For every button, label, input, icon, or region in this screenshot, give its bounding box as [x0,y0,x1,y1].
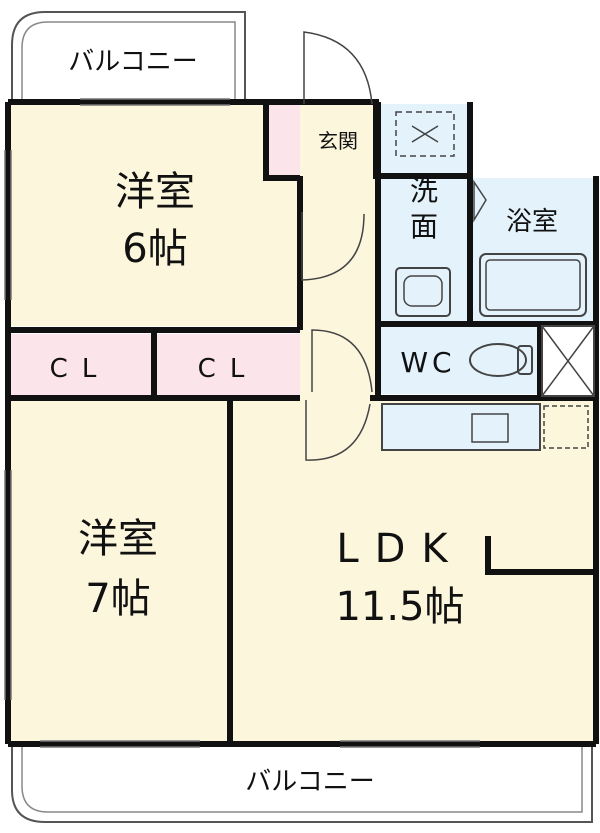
genkan-closet-floor [266,104,300,176]
wc-floor [378,326,538,394]
room1-size: 6帖 [122,226,187,272]
wall-ldk-nib [485,536,596,575]
bath-label: 浴室 [506,207,558,237]
senmen-label-2: 面 [410,210,438,243]
balcony-bottom-outline [11,745,593,823]
washer-space [395,111,455,157]
bathtub [479,253,587,317]
ldk-name: LDK [336,526,463,572]
hall-door [311,329,373,393]
front-door [303,31,373,105]
room1-name: 洋室 [115,169,195,215]
cl2-label: CL [198,354,259,384]
balcony-bottom-inner [21,745,583,813]
senmen-floor [378,104,470,322]
kitchen-counter [381,403,541,451]
genkan-floor [300,104,376,176]
room1-door [301,212,365,281]
bath-door [473,179,487,223]
room2-size: 7帖 [85,576,150,622]
toilet [469,343,533,377]
range-hood [543,405,589,449]
wall-genkan-closet [263,102,300,181]
senmen-label-1: 洗 [410,174,438,207]
ldk-door [305,400,371,461]
kitchen-sink [471,413,509,443]
washbasin [395,267,451,317]
cl1-label: CL [50,354,111,384]
balcony-top-outline [11,11,246,100]
room2-name: 洋室 [78,516,158,562]
cl1-floor [8,334,152,398]
ldk-size: 11.5帖 [335,584,464,630]
balcony-top-inner [21,21,236,100]
room1-floor [8,104,300,326]
balcony-bottom-label: バルコニー [245,767,374,797]
genkan-label: 玄関 [318,129,358,153]
balcony-top-label: バルコニー [68,47,197,77]
room2-floor [8,398,228,742]
wc-label: WC [400,346,455,379]
cl2-floor [156,334,300,398]
